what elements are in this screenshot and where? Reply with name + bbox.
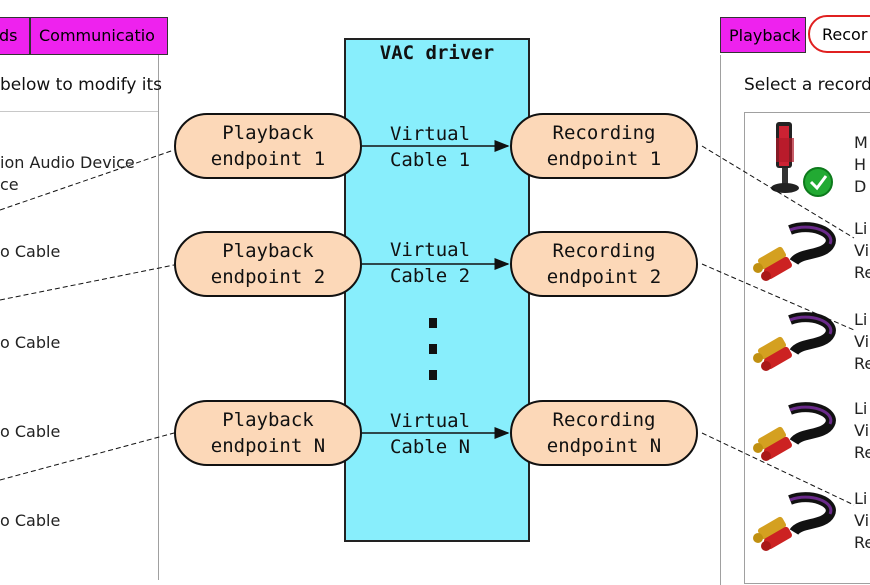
- recording-device-1[interactable]: [762, 120, 842, 200]
- tab-communications[interactable]: Communicatio: [30, 17, 168, 55]
- ellipsis-dot: [429, 344, 437, 354]
- cable-plug-icon: [753, 492, 836, 551]
- left-dialog-panel: [0, 55, 159, 580]
- recording-device-3[interactable]: [750, 312, 836, 372]
- recording-device-1-text: M H D: [854, 133, 868, 196]
- microphone-icon: [771, 122, 833, 197]
- recording-device-5-text: Li Vi Re: [854, 489, 870, 552]
- link-left-2: [0, 264, 175, 301]
- link-right-1: [701, 145, 855, 239]
- tab-recording[interactable]: Recor: [808, 15, 870, 53]
- link-right-n: [701, 432, 855, 506]
- left-divider: [0, 111, 158, 112]
- vac-driver-box: [344, 38, 530, 542]
- left-instruction-text: below to modify its: [0, 75, 163, 95]
- left-device-4[interactable]: o Cable: [0, 422, 61, 441]
- default-check-icon: [803, 167, 833, 197]
- ellipsis-dot: [429, 318, 437, 328]
- cable-plug-icon: [753, 312, 836, 371]
- link-right-2: [701, 263, 855, 331]
- left-device-2[interactable]: o Cable: [0, 242, 61, 261]
- tab-sounds[interactable]: ds: [0, 17, 30, 55]
- link-left-3: [0, 432, 175, 481]
- left-device-1[interactable]: ion Audio Device ce: [0, 153, 135, 194]
- recording-device-2[interactable]: [750, 222, 836, 282]
- recording-device-2-text: Li Vi Re: [854, 219, 870, 282]
- recording-device-4-text: Li Vi Re: [854, 399, 870, 462]
- left-device-3[interactable]: o Cable: [0, 333, 61, 352]
- ellipsis-dot: [429, 370, 437, 380]
- cable-plug-icon: [753, 402, 836, 461]
- recording-device-5[interactable]: [750, 492, 836, 552]
- right-instruction-text: Select a record: [744, 75, 870, 95]
- cable-plug-icon: [753, 222, 836, 281]
- link-left-1: [0, 149, 175, 211]
- recording-device-3-text: Li Vi Re: [854, 310, 870, 373]
- tab-playback[interactable]: Playback: [720, 17, 806, 53]
- vac-driver-title: VAC driver: [379, 42, 495, 64]
- recording-device-4[interactable]: [750, 402, 836, 462]
- left-device-5[interactable]: o Cable: [0, 511, 61, 530]
